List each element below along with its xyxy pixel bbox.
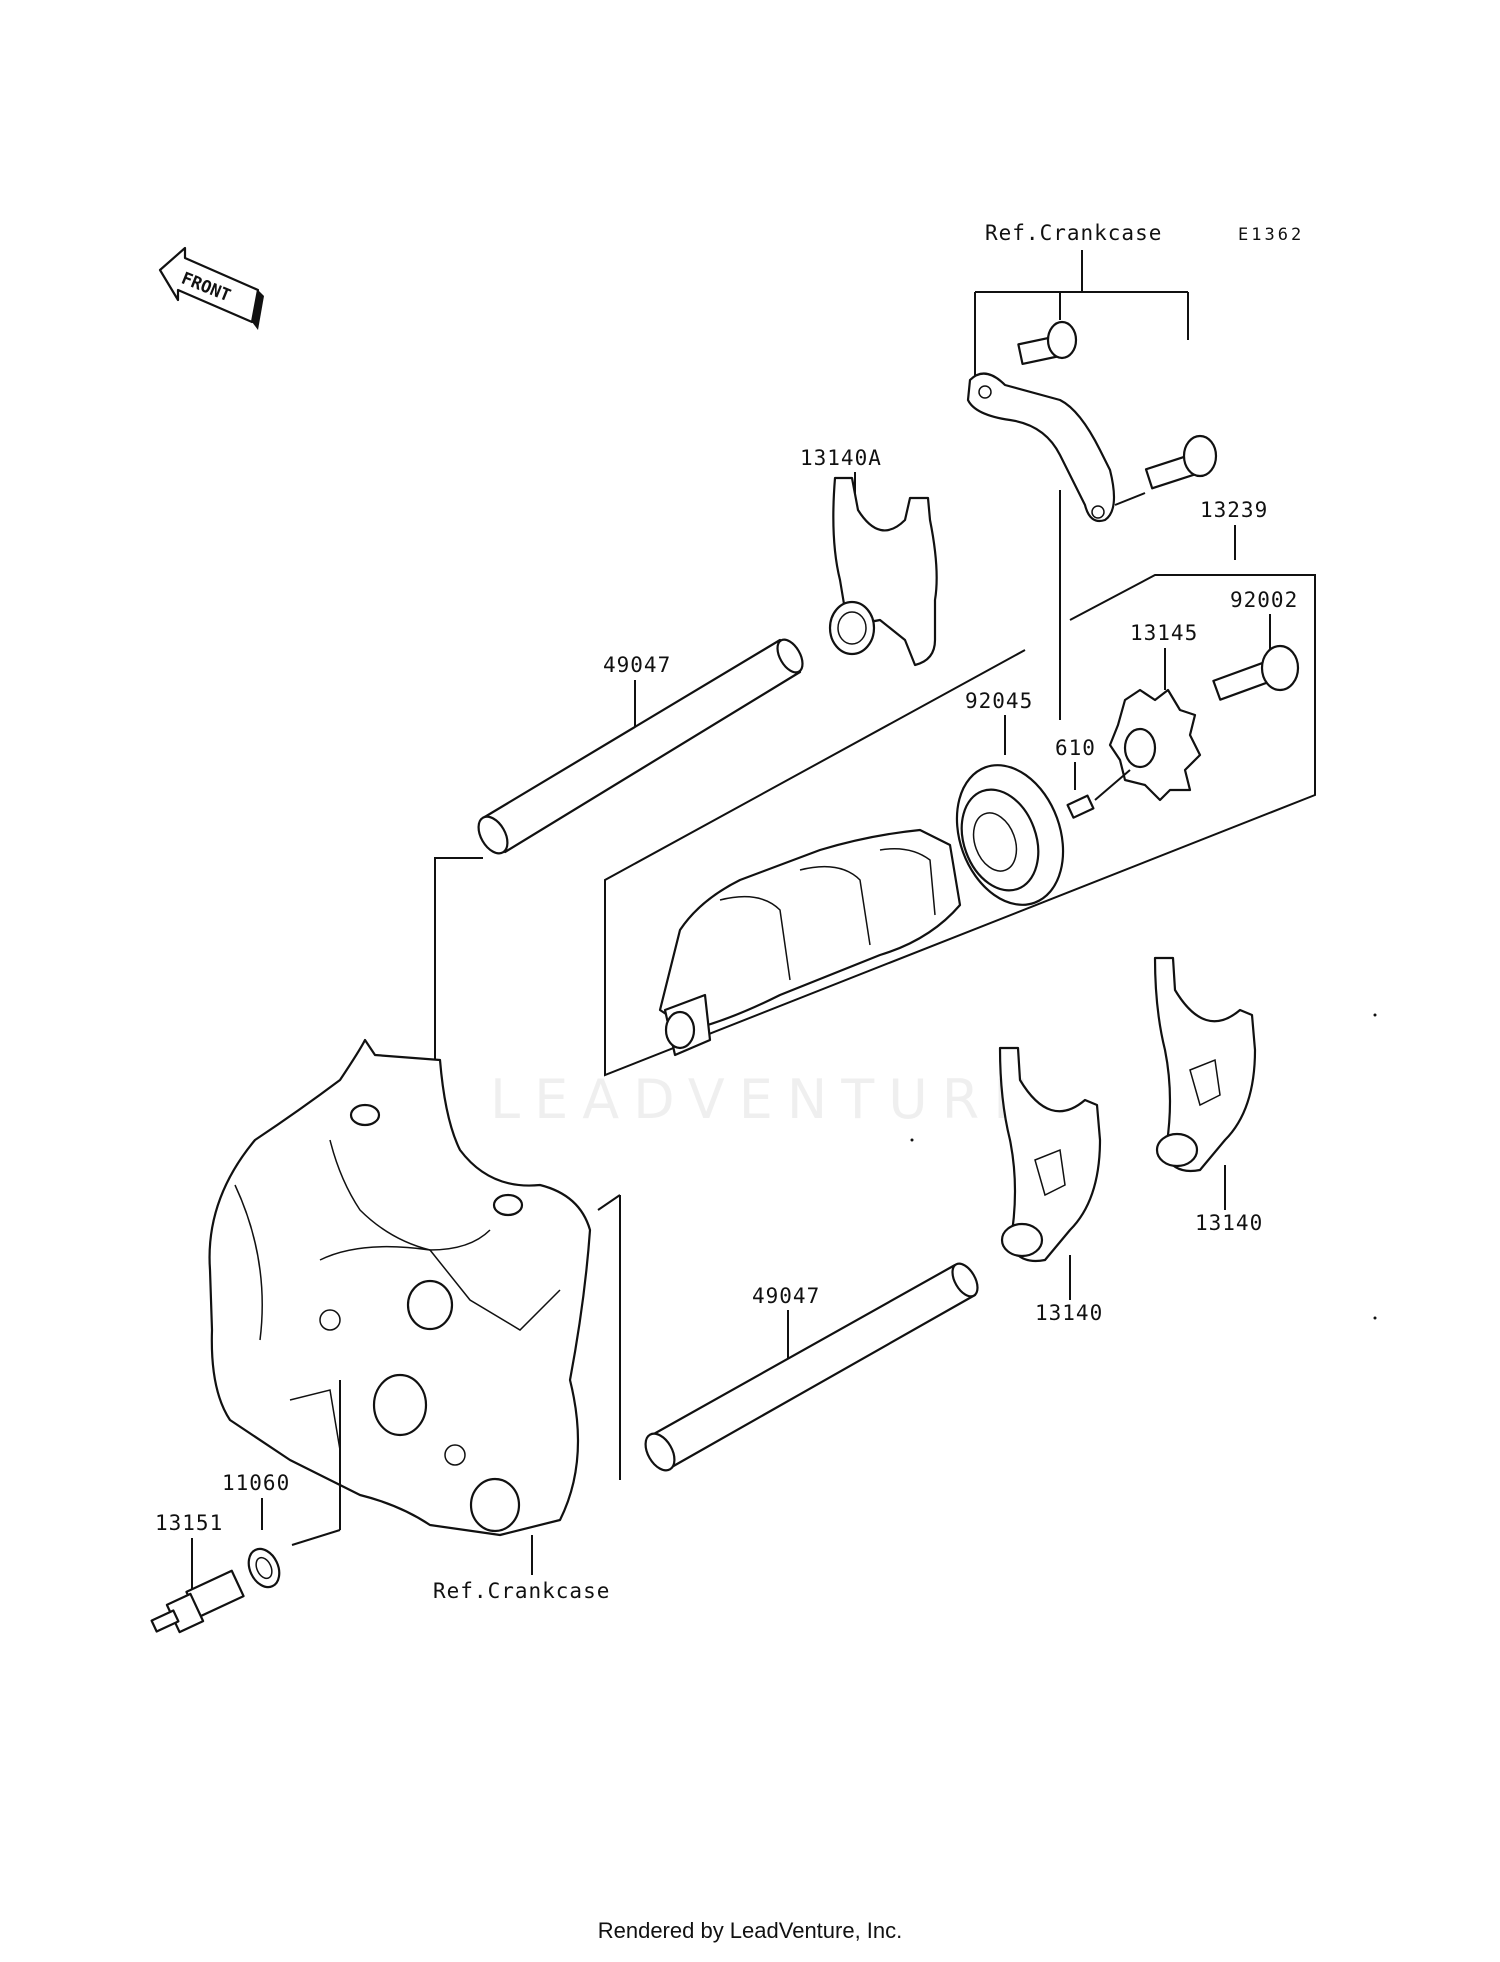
label-49047-top: 49047 — [603, 653, 671, 677]
shift-rod-49047-top: 49047 — [434, 638, 804, 1110]
label-13140-right: 13140 — [1195, 1211, 1263, 1235]
diagram-code: E1362 — [1238, 225, 1304, 245]
label-92045: 92045 — [965, 689, 1033, 713]
shift-fork-13140-right: 13140 — [1153, 956, 1263, 1235]
washer-11060: 11060 — [222, 1471, 290, 1589]
crankcase-housing — [208, 1038, 592, 1575]
watermark: LEADVENTURE — [490, 1068, 1041, 1131]
bolt-left — [1017, 320, 1078, 366]
bolt-92002: 92002 — [1212, 588, 1300, 701]
crankcase-bracket-group: Ref.Crankcase — [966, 221, 1218, 720]
dot — [1373, 1316, 1377, 1320]
dot — [910, 1138, 914, 1142]
label-13151: 13151 — [155, 1511, 223, 1535]
label-13239: 13239 — [1200, 498, 1268, 522]
footer-credit: Rendered by LeadVenture, Inc. — [597, 1918, 903, 1943]
label-13140-left: 13140 — [1035, 1301, 1103, 1325]
label-610: 610 — [1055, 736, 1096, 760]
label-13145: 13145 — [1130, 621, 1198, 645]
label-ref-crankcase-bottom: Ref.Crankcase — [433, 1579, 610, 1603]
label-13140A: 13140A — [800, 446, 882, 470]
shift-cam-13145: 13145 — [1108, 621, 1202, 802]
shift-fork-13140-left: 13140 — [998, 1046, 1103, 1325]
label-92002: 92002 — [1230, 588, 1298, 612]
dot — [1373, 1013, 1377, 1017]
label-11060: 11060 — [222, 1471, 290, 1495]
label-ref-crankcase-top: Ref.Crankcase — [985, 221, 1162, 245]
bearing-92045: 92045 — [955, 689, 1065, 906]
shift-drum — [658, 828, 962, 1057]
shift-fork-13140A: 13140A — [800, 446, 938, 667]
drum-assembly-box: 13239 — [604, 498, 1316, 1077]
shift-rod-49047-bottom: 49047 — [597, 1194, 979, 1480]
bolt-right — [1144, 434, 1218, 490]
pin-610: 610 — [1055, 736, 1131, 819]
front-arrow-icon: FRONT — [158, 246, 264, 330]
neutral-switch-13151: 13151 — [150, 1511, 245, 1634]
label-49047-bottom: 49047 — [752, 1284, 820, 1308]
bracket-plate — [966, 372, 1116, 523]
